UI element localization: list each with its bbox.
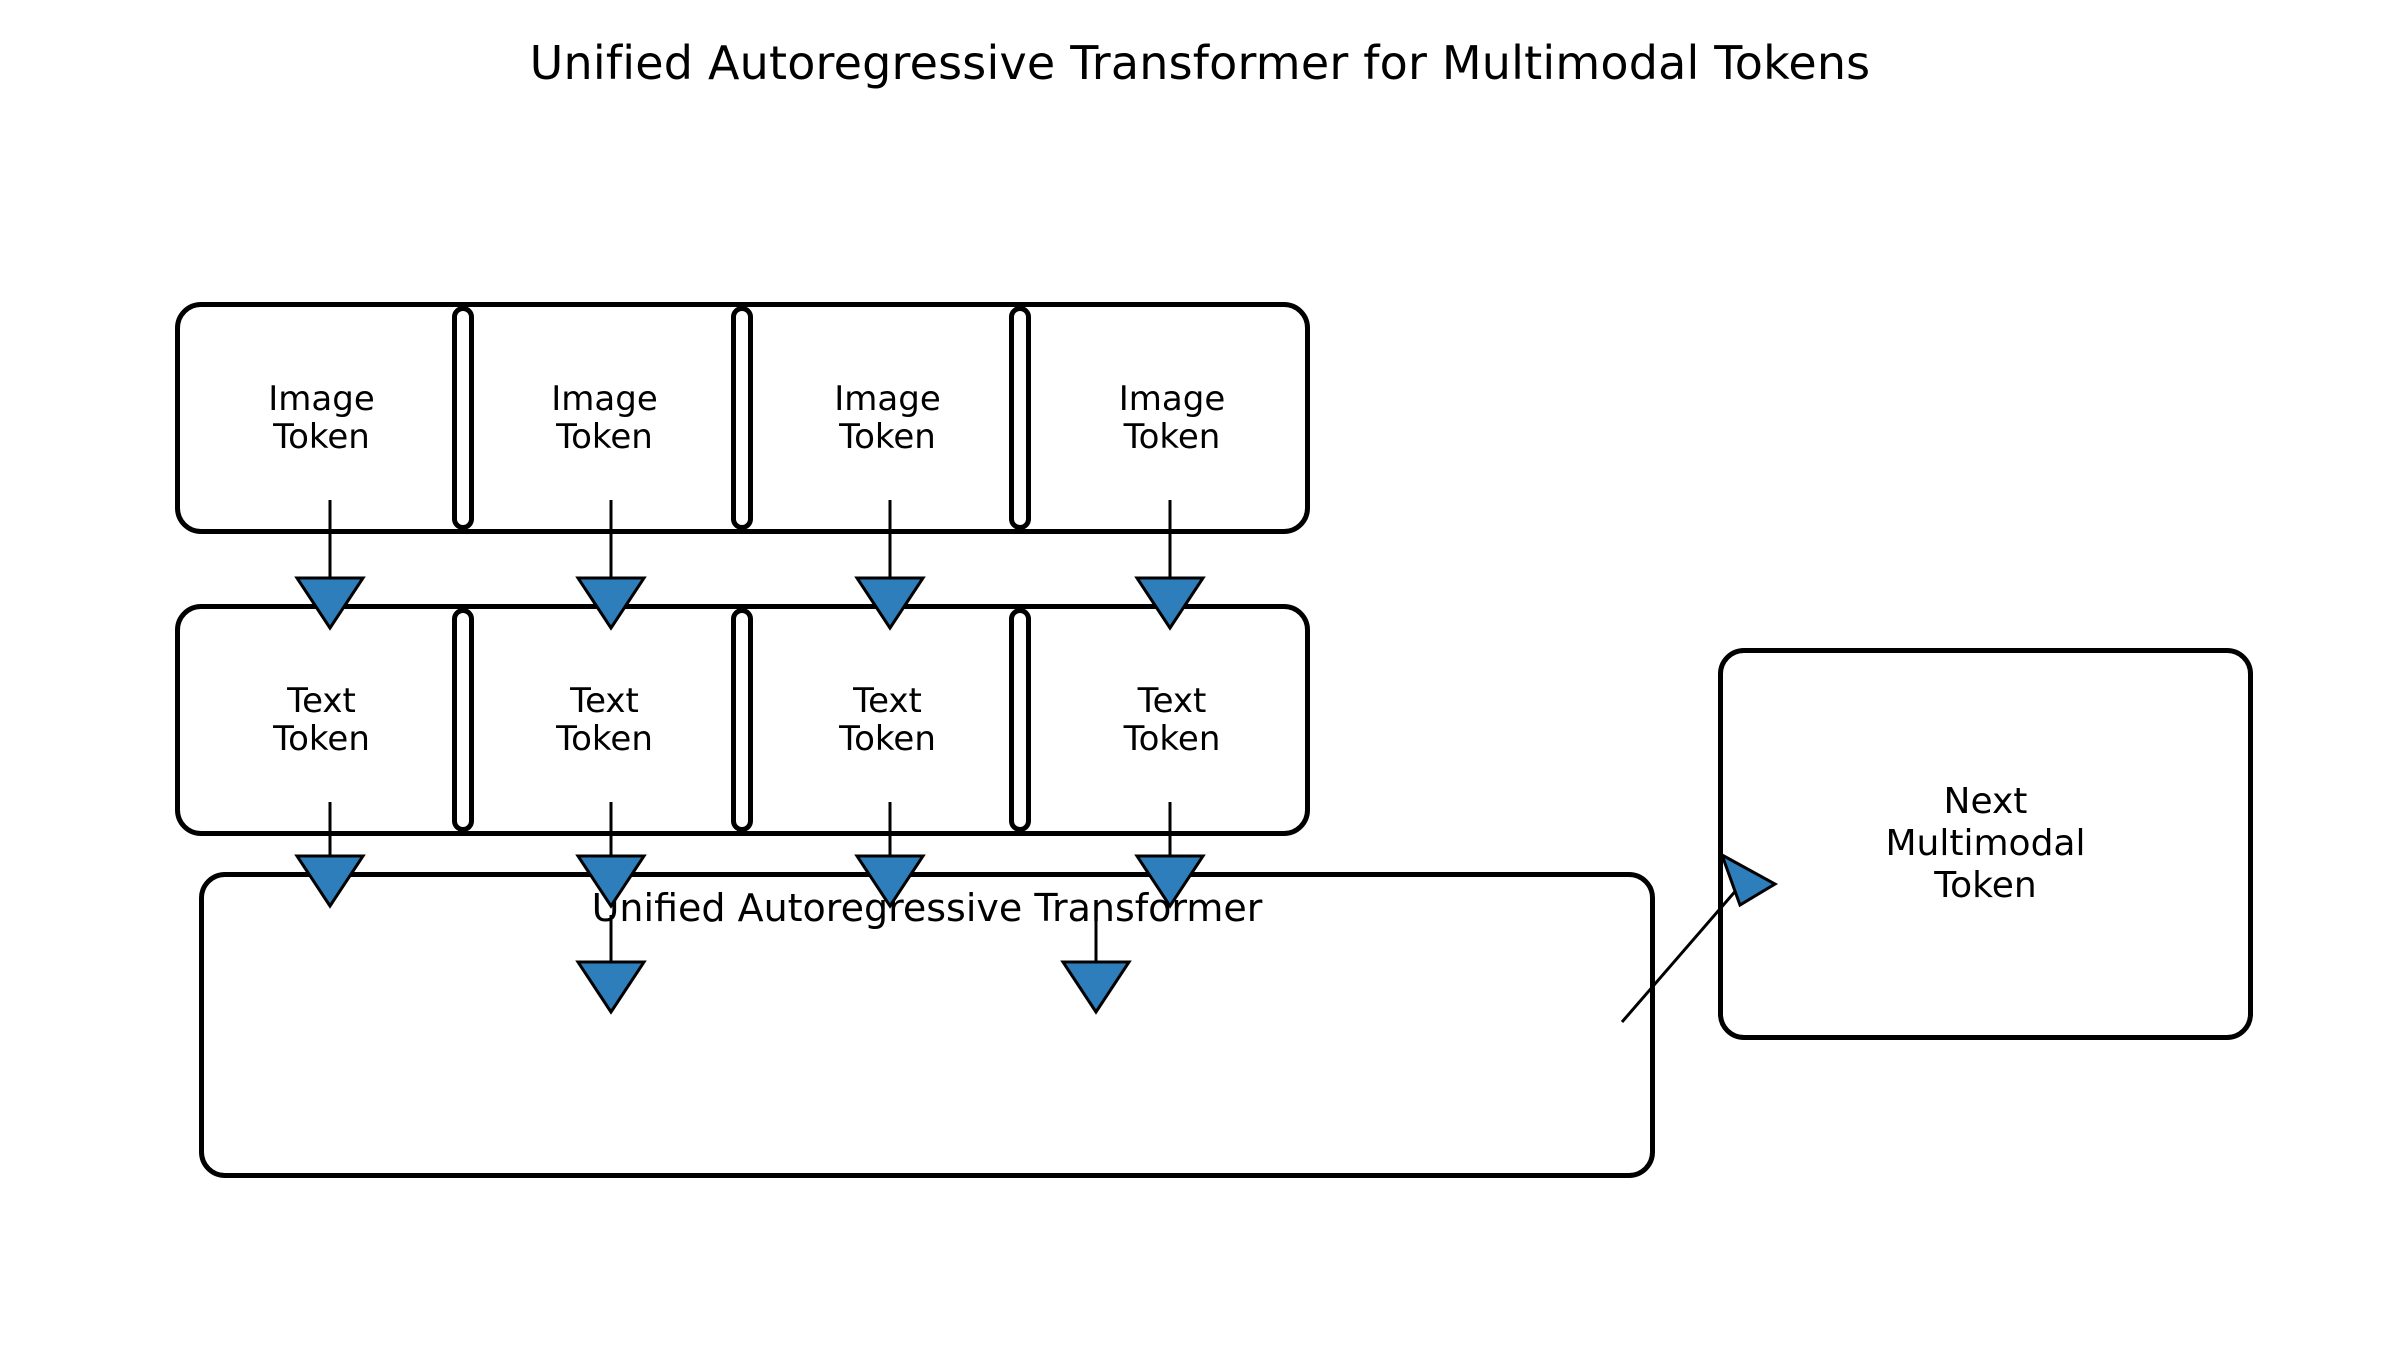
image-token-separator-1 (452, 306, 474, 530)
text-token-cell-1[interactable]: Text Token (273, 680, 370, 759)
image-token-separator-3 (1009, 306, 1031, 530)
image-token-cell-2[interactable]: Image Token (551, 378, 658, 457)
text-token-separator-2 (731, 608, 753, 832)
next-multimodal-token-label: Next Multimodal Token (1885, 781, 2086, 906)
text-token-separator-1 (452, 608, 474, 832)
text-token-cell-4[interactable]: Text Token (1123, 680, 1221, 759)
text-token-cell-3[interactable]: Text Token (839, 680, 936, 759)
image-token-cell-3[interactable]: Image Token (834, 378, 941, 457)
text-token-cell-2[interactable]: Text Token (556, 680, 653, 759)
image-token-separator-2 (731, 306, 753, 530)
text-token-separator-3 (1009, 608, 1031, 832)
image-token-cell-4[interactable]: Image Token (1118, 378, 1226, 457)
next-multimodal-token-box[interactable]: Next Multimodal Token (1718, 648, 2253, 1040)
transformer-box[interactable] (199, 872, 1655, 1178)
page-title: Unified Autoregressive Transformer for M… (529, 36, 1871, 90)
transformer-label: Unified Autoregressive Transformer (591, 886, 1263, 930)
image-token-cell-1[interactable]: Image Token (268, 378, 375, 457)
